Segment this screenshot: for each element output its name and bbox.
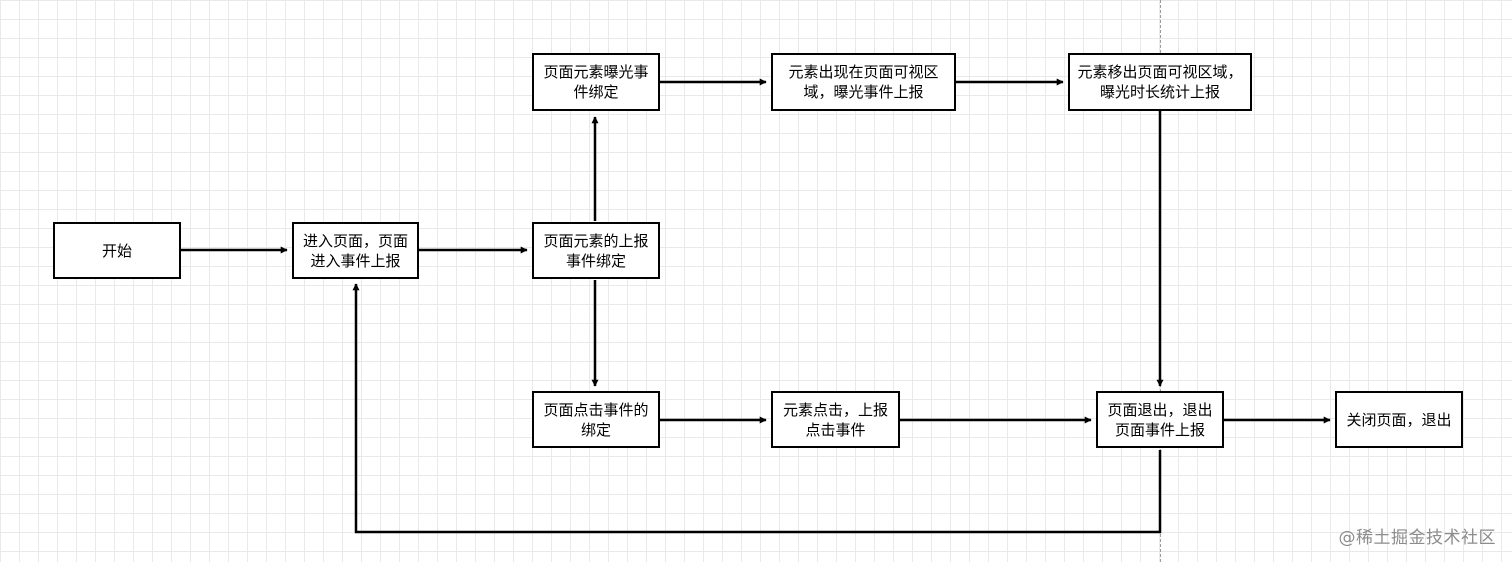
- node-element-leave-label: 元素移出页面可视区域，曝光时长统计上报: [1077, 63, 1243, 101]
- node-element-visible-label: 元素出现在页面可视区域，曝光事件上报: [788, 63, 939, 101]
- node-click-bind[interactable]: 页面点击事件的绑定: [532, 391, 660, 448]
- node-element-leave[interactable]: 元素移出页面可视区域，曝光时长统计上报: [1068, 53, 1252, 111]
- node-bind-report-label: 页面元素的上报事件绑定: [543, 231, 649, 270]
- node-page-exit[interactable]: 页面退出，退出页面事件上报: [1096, 391, 1224, 448]
- node-element-visible[interactable]: 元素出现在页面可视区域，曝光事件上报: [771, 53, 956, 111]
- arrow-exit-loop-to-enter: [352, 283, 1162, 534]
- node-enter-page-label: 进入页面，页面进入事件上报: [302, 231, 408, 270]
- node-page-exit-label: 页面退出，退出页面事件上报: [1107, 400, 1213, 439]
- node-exposure-bind-label: 页面元素曝光事件绑定: [543, 63, 649, 101]
- node-start[interactable]: 开始: [53, 222, 181, 279]
- node-element-click-label: 元素点击，上报点击事件: [782, 400, 888, 439]
- node-enter-page[interactable]: 进入页面，页面进入事件上报: [292, 222, 419, 279]
- node-start-label: 开始: [101, 241, 132, 260]
- node-close-page-label: 关闭页面，退出: [1346, 410, 1452, 429]
- node-exposure-bind[interactable]: 页面元素曝光事件绑定: [532, 53, 660, 111]
- node-element-click[interactable]: 元素点击，上报点击事件: [771, 391, 900, 448]
- node-close-page[interactable]: 关闭页面，退出: [1335, 391, 1463, 448]
- watermark: @稀土掘金技术社区: [1338, 528, 1496, 548]
- node-click-bind-label: 页面点击事件的绑定: [543, 400, 649, 439]
- node-bind-report[interactable]: 页面元素的上报事件绑定: [532, 222, 660, 279]
